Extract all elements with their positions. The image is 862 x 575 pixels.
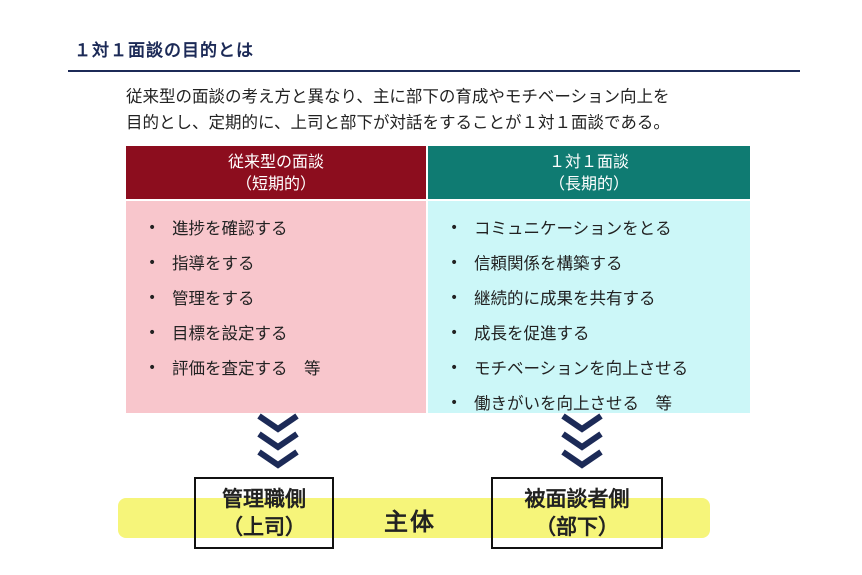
bullet-icon: • (148, 325, 157, 341)
list-item-text: 評価を査定する 等 (172, 359, 321, 378)
double-chevron-down-icon (257, 413, 299, 469)
intro-text: 従来型の面談の考え方と異なり、主に部下の育成やモチベーション向上を 目的とし、定… (126, 84, 806, 136)
bullet-icon: • (148, 290, 157, 306)
list-item-text: 働きがいを向上させる 等 (474, 394, 672, 413)
bullet-icon: • (148, 255, 157, 271)
list-item-text: 指導をする (172, 254, 255, 273)
manager-side-label: 管理職側 (222, 487, 306, 511)
left-column-header: 従来型の面談 （短期的） (126, 146, 426, 199)
list-item-text: コミュニケーションをとる (474, 219, 672, 238)
manager-side-box: 管理職側 （上司） (194, 477, 334, 549)
intro-line-2: 目的とし、定期的に、上司と部下が対話をすることが１対１面談である。 (126, 113, 670, 132)
interviewee-side-sublabel: （部下） (535, 515, 619, 539)
list-item: • 目標を設定する (148, 316, 426, 351)
right-column-header: １対１面談 （長期的） (428, 146, 750, 199)
list-item: • 指導をする (148, 246, 426, 281)
manager-side-sublabel: （上司） (222, 515, 306, 539)
bullet-icon: • (450, 325, 459, 341)
bullet-icon: • (148, 220, 157, 236)
list-item-text: 成長を促進する (474, 324, 590, 343)
list-item: • 成長を促進する (450, 316, 750, 351)
interviewee-side-box: 被面談者側 （部下） (491, 477, 663, 549)
right-column-list: • コミュニケーションをとる • 信頼関係を構築する • 継続的に成果を共有する • 成… (450, 211, 750, 421)
subject-label: 主体 (384, 508, 436, 536)
bullet-icon: • (450, 395, 459, 411)
bullet-icon: • (450, 290, 459, 306)
interviewee-side-label: 被面談者側 (524, 487, 630, 511)
bullet-icon: • (450, 220, 459, 236)
list-item: • コミュニケーションをとる (450, 211, 750, 246)
left-column-list: • 進捗を確認する • 指導をする • 管理をする • 目標を設定する • 評価を査定する… (148, 211, 426, 386)
list-item: • 進捗を確認する (148, 211, 426, 246)
list-item-text: 目標を設定する (172, 324, 288, 343)
right-column-body: • コミュニケーションをとる • 信頼関係を構築する • 継続的に成果を共有する • 成… (428, 201, 750, 413)
left-column-body: • 進捗を確認する • 指導をする • 管理をする • 目標を設定する • 評価を査定する… (126, 201, 426, 413)
list-item: • 管理をする (148, 281, 426, 316)
right-column-heading: １対１面談 (548, 151, 629, 171)
list-item: • 信頼関係を構築する (450, 246, 750, 281)
list-item-text: 管理をする (172, 289, 255, 308)
list-item-text: 進捗を確認する (172, 219, 288, 238)
list-item-text: モチベーションを向上させる (474, 359, 689, 378)
bullet-icon: • (450, 255, 459, 271)
list-item: • 働きがいを向上させる 等 (450, 386, 750, 421)
bullet-icon: • (148, 360, 157, 376)
left-column-subheading: （短期的） (235, 173, 316, 193)
bullet-icon: • (450, 360, 459, 376)
highlight-band (118, 498, 710, 538)
intro-line-1: 従来型の面談の考え方と異なり、主に部下の育成やモチベーション向上を (126, 87, 670, 106)
left-column-heading: 従来型の面談 (227, 151, 324, 171)
title-divider (68, 70, 800, 72)
double-chevron-down-icon (561, 413, 603, 469)
right-column-subheading: （長期的） (548, 173, 629, 193)
list-item-text: 継続的に成果を共有する (474, 289, 656, 308)
list-item: • モチベーションを向上させる (450, 351, 750, 386)
list-item: • 継続的に成果を共有する (450, 281, 750, 316)
page-title: １対１面談の目的とは (74, 41, 254, 61)
list-item-text: 信頼関係を構築する (474, 254, 623, 273)
list-item: • 評価を査定する 等 (148, 351, 426, 386)
